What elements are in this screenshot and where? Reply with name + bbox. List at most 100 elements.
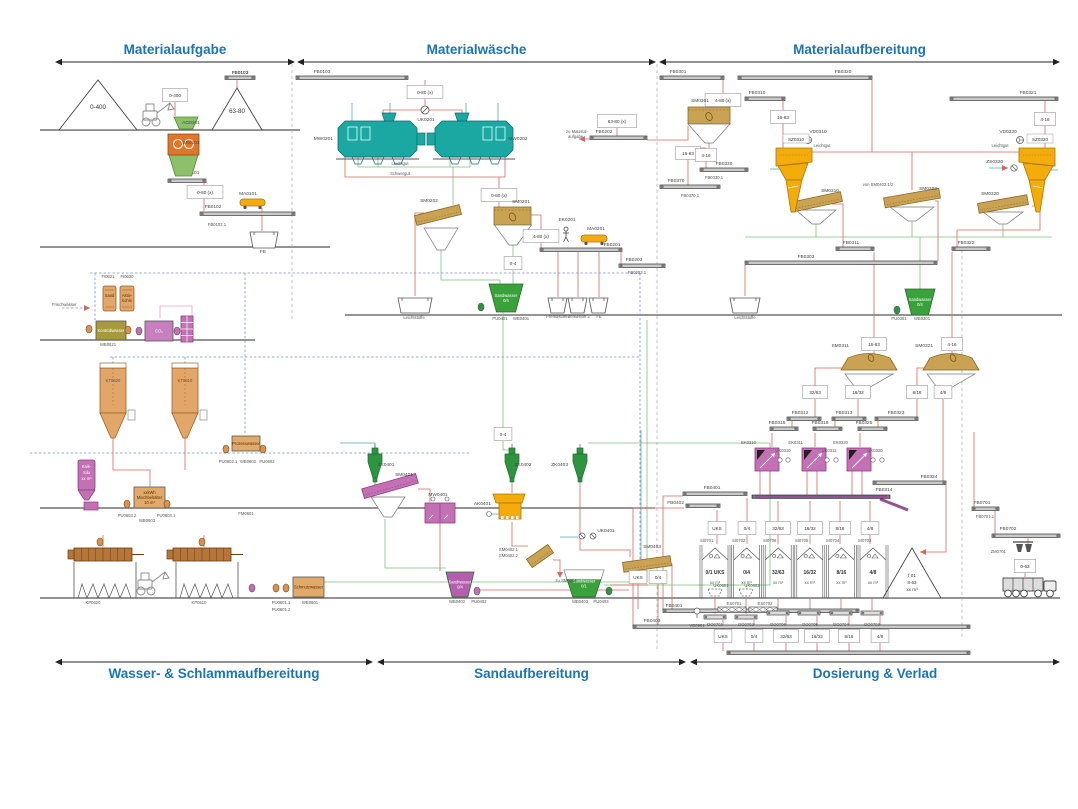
label-WB0403: WB0403 <box>572 599 589 604</box>
label-FB0701: FB0701 <box>974 500 991 506</box>
wheel-loader-1 <box>136 570 170 596</box>
equipment-MA0101 <box>239 198 266 210</box>
conveyor-FB0702: FB0702 <box>991 526 1061 538</box>
label-FB0321: FB0321 <box>1020 90 1037 96</box>
label-SM0201: SM0201 <box>512 199 530 205</box>
size-box-1663-10: 16-63 <box>770 110 796 124</box>
screw-ES0701 <box>717 606 747 613</box>
label-32/63: 32/63 <box>772 526 784 531</box>
label-SI0702: SI0702 <box>732 538 746 543</box>
valve-circle-2 <box>824 457 830 463</box>
conveyor-FB0103: FB0103 <box>295 69 409 80</box>
size-box-04-25: 0/4 <box>744 629 764 643</box>
label-KT0610: KT0610 <box>178 378 193 383</box>
flow-arrow-3 <box>84 305 90 311</box>
label-ZS0320: ZS0320 <box>986 159 1003 165</box>
label-PU0603.2: PU0603.2 <box>118 513 137 518</box>
flow-arrow-4 <box>920 549 926 555</box>
conveyor-FB0313: FB0313 <box>831 410 867 421</box>
silo-SI0702: 0/4xx m³ <box>731 545 762 598</box>
size-box-3263-14: 32/63 <box>802 385 828 399</box>
label-8-63: 8-63 <box>907 580 917 585</box>
symbol-VD0901 <box>693 607 701 615</box>
pump-14 <box>96 537 104 547</box>
conveyor-FB0324: FB0324 <box>872 474 947 485</box>
label-0/4: 0/4 <box>744 526 751 531</box>
label-xx m³: xx m³ <box>741 580 752 585</box>
label-FB0322: FB0322 <box>958 240 975 246</box>
label-4-16: 4-16 <box>701 153 711 158</box>
section-header-bottom-1: Sandaufbereitung <box>377 658 686 681</box>
valve-circle-5 <box>879 457 885 463</box>
conveyor-FB0201: FB0201 <box>539 242 623 252</box>
equipment-SM0201 <box>493 206 532 226</box>
label-xxkWh: xxkWh <box>143 490 156 495</box>
label-Wasser- & Schlammaufbereitung: Wasser- & Schlammaufbereitung <box>108 666 319 681</box>
equipment-MA0201 <box>580 234 608 246</box>
pump-8 <box>222 444 230 454</box>
pump-6 <box>135 326 143 336</box>
bin-4 <box>567 297 588 314</box>
pipe-r-34 <box>832 203 844 247</box>
label-0-80 (x): 0-80 (x) <box>417 90 433 95</box>
equipment-SM0311 <box>840 353 898 371</box>
label-FB0202: FB0202 <box>596 129 613 135</box>
pump-15 <box>198 537 206 547</box>
pump-16 <box>248 583 256 593</box>
pipe-r-97 <box>418 488 431 502</box>
pipe-g-17 <box>588 442 771 586</box>
label-WB0601: WB0601 <box>302 600 319 605</box>
valve-circle-3 <box>833 457 839 463</box>
size-box-480x-4: 4-80 (x) <box>522 229 560 243</box>
label-ZM0701: ZM0701 <box>991 549 1007 554</box>
pipe-r-12 <box>531 214 542 229</box>
label-0-80 (x): 0-80 (x) <box>491 193 507 198</box>
label-Leichtstoffe: Leichtstoffe <box>734 315 756 320</box>
label-10 m³: 10 m³ <box>144 500 155 505</box>
label-AK0401: AK0401 <box>474 501 491 507</box>
label-FB0102: FB0102 <box>205 204 222 210</box>
size-box-48-17: 4/8 <box>933 385 953 399</box>
feed-hopper-0 <box>173 116 199 130</box>
equipment-AK0401 <box>492 493 526 520</box>
pump-2 <box>605 586 613 596</box>
conveyor-FB0310: FB0310 <box>744 90 786 101</box>
label-PU0401: PU0401 <box>492 316 508 321</box>
tank-WB0621: Kontrollwasser <box>95 320 127 341</box>
equipment-SM0320 <box>977 194 1029 214</box>
label-Fremdstoff 1: Fremdstoff 1 <box>546 314 570 319</box>
label-zu Material-: zu Material- <box>566 129 588 134</box>
label-Sandwasser: Sandwasser <box>573 579 596 584</box>
label-KP0620: KP0620 <box>86 600 102 605</box>
label-FB0323: FB0323 <box>888 410 905 416</box>
label-32/63: 32/63 <box>809 390 821 395</box>
size-box-48-23: 4/8 <box>860 521 880 535</box>
size-box-3263-20: 32/63 <box>765 521 791 535</box>
label-SM0202: SM0202 <box>420 198 438 204</box>
size-box-816-16: 8/16 <box>905 385 928 399</box>
label-PU0602: PU0602 <box>259 459 275 464</box>
pipe-p-0 <box>159 305 193 318</box>
label-FB0330.1: FB0330.1 <box>705 175 724 180</box>
hopper-outline-0 <box>423 227 459 251</box>
size-box-816-22: 8/16 <box>828 521 851 535</box>
label-FB0370: FB0370 <box>668 178 685 184</box>
label-ZK0401: ZK0401 <box>378 462 395 468</box>
label-16/32: 16/32 <box>852 390 864 395</box>
pipe-t-4 <box>340 442 376 452</box>
equipment-SM0403 <box>622 555 672 573</box>
blower-VD-1 <box>1016 136 1024 144</box>
conveyor-belt <box>726 650 971 655</box>
size-box-816-28: 8/16 <box>837 629 860 643</box>
label-Materialaufgabe: Materialaufgabe <box>124 42 227 57</box>
label-EK0320: EK0320 <box>833 440 849 445</box>
label-aufgabe: aufgabe <box>568 134 584 139</box>
conveyor-FB0322: FB0322 <box>951 240 991 251</box>
